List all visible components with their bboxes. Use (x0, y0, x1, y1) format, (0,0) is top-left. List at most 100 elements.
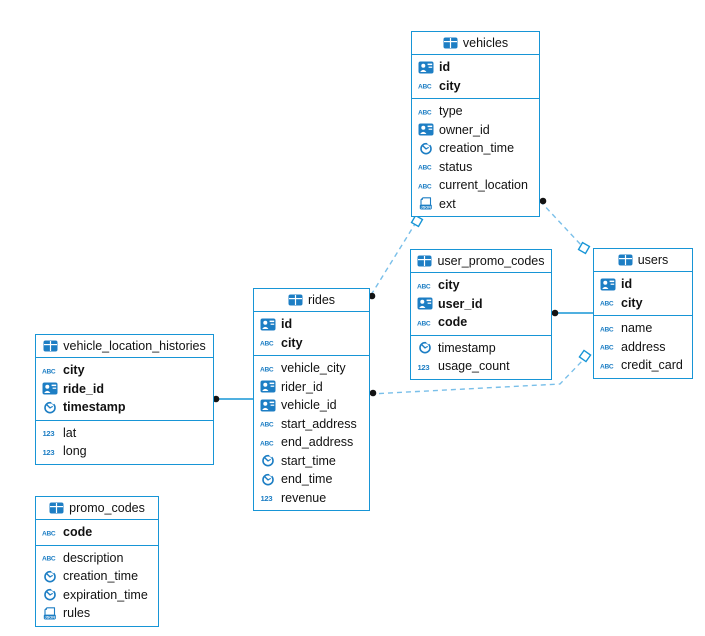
column-rules[interactable]: rules (36, 604, 158, 623)
column-name: vehicle_id (281, 398, 337, 412)
table-header[interactable]: promo_codes (36, 497, 158, 520)
table-header[interactable]: rides (254, 289, 369, 312)
clock-icon (260, 473, 276, 486)
abc-icon (600, 322, 616, 335)
relation-vehicle_location_histories-rides[interactable] (212, 395, 253, 403)
column-name: lat (63, 425, 77, 440)
column-vehicle_id[interactable]: vehicle_id (254, 396, 369, 415)
clock-icon (260, 454, 276, 467)
table-title: users (637, 252, 669, 267)
columns-section: lat long (36, 421, 213, 464)
table-icon (49, 502, 64, 514)
column-name: vehicle_city (281, 361, 346, 375)
column-long[interactable]: long (36, 442, 213, 461)
column-expiration_time[interactable]: expiration_time (36, 586, 158, 605)
person-id-icon (600, 278, 616, 291)
column-name: city (281, 335, 303, 350)
table-vehicles[interactable]: vehicles id city type owner_id creation_… (411, 31, 540, 217)
columns-section: description creation_time expiration_tim… (36, 546, 158, 626)
column-type[interactable]: type (412, 102, 539, 121)
column-start_time[interactable]: start_time (254, 452, 369, 471)
table-title: vehicles (462, 35, 509, 50)
column-id[interactable]: id (594, 275, 692, 294)
column-rider_id[interactable]: rider_id (254, 378, 369, 397)
column-name: rules (63, 606, 91, 620)
clock-icon (417, 341, 433, 354)
table-icon (618, 254, 633, 266)
column-code[interactable]: code (36, 523, 158, 542)
table-users[interactable]: users id city name address credit_card (593, 248, 693, 379)
column-vehicle_city[interactable]: vehicle_city (254, 359, 369, 378)
column-usage_count[interactable]: usage_count (411, 357, 551, 376)
json-icon (418, 197, 434, 210)
column-id[interactable]: id (412, 58, 539, 77)
table-header[interactable]: users (594, 249, 692, 272)
column-start_address[interactable]: start_address (254, 415, 369, 434)
column-current_location[interactable]: current_location (412, 176, 539, 195)
table-promo_codes[interactable]: promo_codes code description creation_ti… (35, 496, 159, 627)
relation-endpoint-diamond (410, 214, 424, 228)
column-revenue[interactable]: revenue (254, 489, 369, 508)
key-columns-section: city ride_id timestamp (36, 358, 213, 421)
abc-icon (42, 526, 58, 539)
column-name[interactable]: name (594, 319, 692, 338)
column-city[interactable]: city (412, 77, 539, 96)
column-creation_time[interactable]: creation_time (36, 567, 158, 586)
key-columns-section: id city (254, 312, 369, 356)
column-name: creation_time (439, 141, 515, 155)
abc-icon (417, 316, 433, 329)
table-header[interactable]: user_promo_codes (411, 250, 551, 273)
column-city[interactable]: city (411, 276, 551, 295)
table-icon (417, 255, 432, 267)
table-icon (288, 294, 303, 306)
column-city[interactable]: city (254, 334, 369, 353)
column-name: id (621, 277, 633, 291)
column-name: code (438, 315, 468, 329)
column-creation_time[interactable]: creation_time (412, 139, 539, 158)
column-name: end_address (281, 435, 354, 449)
table-rides[interactable]: rides id city vehicle_city rider_id vehi… (253, 288, 370, 511)
column-end_address[interactable]: end_address (254, 433, 369, 452)
person-id-icon (260, 399, 276, 412)
abc-icon (260, 436, 276, 449)
column-code[interactable]: code (411, 313, 551, 332)
person-id-icon (417, 297, 433, 310)
table-header[interactable]: vehicles (412, 32, 539, 55)
abc-icon (42, 551, 58, 564)
column-lat[interactable]: lat (36, 424, 213, 443)
column-name: id (439, 60, 451, 74)
column-end_time[interactable]: end_time (254, 470, 369, 489)
column-city[interactable]: city (36, 361, 213, 380)
column-name: end_time (281, 472, 333, 486)
key-columns-section: id city (412, 55, 539, 99)
table-header[interactable]: vehicle_location_histories (36, 335, 213, 358)
relation-user_promo_codes-users[interactable] (551, 309, 593, 317)
abc-icon (600, 340, 616, 353)
column-credit_card[interactable]: credit_card (594, 356, 692, 375)
column-city[interactable]: city (594, 294, 692, 313)
key-columns-section: city user_id code (411, 273, 551, 336)
column-name: rider_id (281, 379, 323, 394)
columns-section: timestamp usage_count (411, 336, 551, 379)
relation-vehicles-users[interactable] (539, 197, 591, 255)
column-owner_id[interactable]: owner_id (412, 121, 539, 140)
table-user_promo_codes[interactable]: user_promo_codes city user_id code times… (410, 249, 552, 380)
column-timestamp[interactable]: timestamp (411, 339, 551, 358)
key-columns-section: id city (594, 272, 692, 316)
column-description[interactable]: description (36, 549, 158, 568)
abc-icon (260, 336, 276, 349)
column-id[interactable]: id (254, 315, 369, 334)
column-ride_id[interactable]: ride_id (36, 380, 213, 399)
abc-icon (260, 417, 276, 430)
relation-endpoint-diamond (578, 349, 592, 363)
column-user_id[interactable]: user_id (411, 295, 551, 314)
column-name: long (63, 444, 87, 458)
table-vehicle_location_histories[interactable]: vehicle_location_histories city ride_id … (35, 334, 214, 465)
person-id-icon (260, 380, 276, 393)
column-ext[interactable]: ext (412, 195, 539, 214)
column-address[interactable]: address (594, 338, 692, 357)
column-timestamp[interactable]: timestamp (36, 398, 213, 417)
column-status[interactable]: status (412, 158, 539, 177)
column-name: ride_id (63, 381, 104, 396)
